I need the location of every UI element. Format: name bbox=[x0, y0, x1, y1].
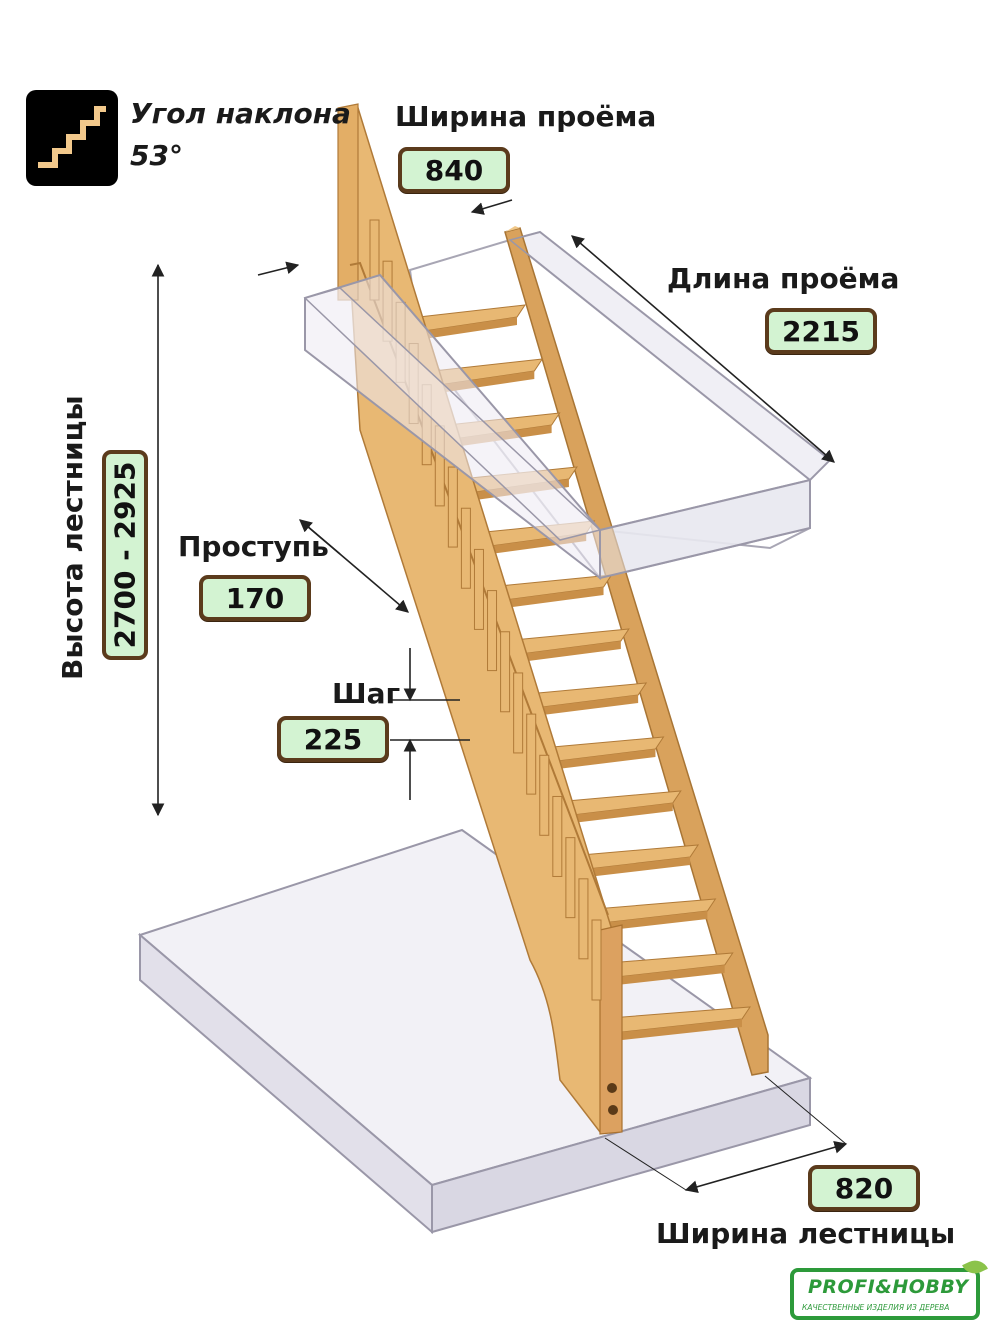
angle-title: Угол наклона bbox=[130, 97, 351, 130]
step-label: Шаг bbox=[332, 677, 401, 710]
baluster bbox=[447, 466, 458, 548]
baluster bbox=[473, 548, 484, 630]
angle-value: 53° bbox=[130, 139, 183, 172]
opening-length-label: Длина проёма bbox=[667, 262, 900, 295]
baluster bbox=[591, 919, 602, 1001]
baluster bbox=[487, 590, 498, 672]
step-value: 225 bbox=[277, 716, 389, 762]
baluster bbox=[526, 713, 537, 795]
logo-tagline: КАЧЕСТВЕННЫЕ ИЗДЕЛИЯ ИЗ ДЕРЕВА bbox=[802, 1303, 950, 1312]
opening-width-value: 840 bbox=[398, 147, 510, 193]
baluster bbox=[513, 672, 524, 754]
opening-length-value: 2215 bbox=[765, 308, 877, 354]
stairs-icon bbox=[26, 90, 118, 186]
opening-width-label: Ширина проёма bbox=[395, 100, 657, 133]
stair-width-value: 820 bbox=[808, 1165, 920, 1211]
baluster bbox=[552, 795, 563, 877]
stair-width-label: Ширина лестницы bbox=[656, 1217, 956, 1250]
right-stringer bbox=[504, 226, 769, 1076]
stair-height-value-box: 2700 - 2925 bbox=[102, 450, 148, 660]
stair-height-label: Высота лестницы bbox=[56, 395, 89, 680]
baluster bbox=[565, 837, 576, 919]
brand-logo: PROFI&HOBBY КАЧЕСТВЕННЫЕ ИЗДЕЛИЯ ИЗ ДЕРЕ… bbox=[790, 1256, 988, 1320]
baluster bbox=[578, 878, 589, 960]
tread-label: Проступь bbox=[178, 530, 329, 563]
baluster bbox=[500, 631, 511, 713]
tread-value: 170 bbox=[199, 575, 311, 621]
upper-opening-frame-front bbox=[303, 231, 832, 581]
baluster bbox=[539, 754, 550, 836]
stair-height-value: 2700 - 2925 bbox=[108, 461, 142, 649]
dimension-lines bbox=[151, 199, 848, 1193]
logo-brand: PROFI&HOBBY bbox=[808, 1276, 969, 1298]
baluster bbox=[460, 507, 471, 589]
floor-slab bbox=[137, 828, 813, 1235]
